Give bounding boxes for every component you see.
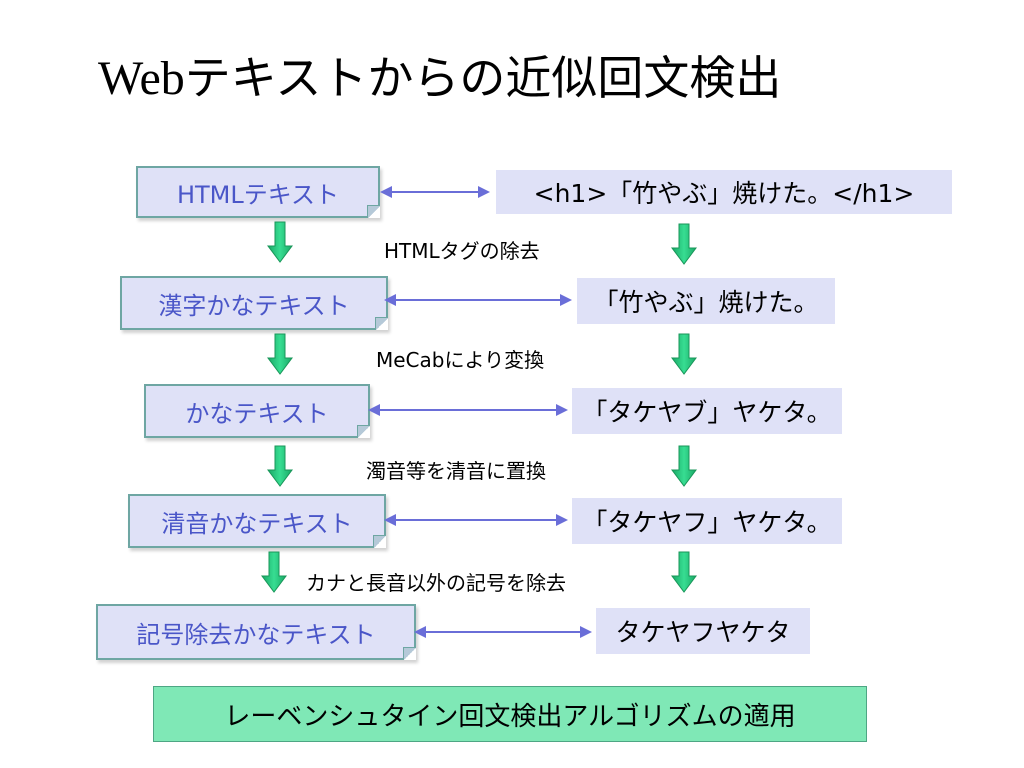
left-box-kanji-kana-text: 漢字かなテキスト (120, 276, 388, 330)
right-box-kana: 「タケヤブ」ヤケタ。 (572, 388, 842, 434)
down-arrow-left-4 (261, 551, 287, 593)
left-box-kana-text: かなテキスト (144, 384, 370, 438)
right-box-symbol-removed: タケヤフヤケタ (596, 608, 810, 654)
down-arrow-right-1 (671, 223, 697, 265)
left-box-html-text: HTMLテキスト (136, 166, 380, 218)
link-arrow-3 (368, 404, 568, 416)
step-label-remove-symbols: カナと長音以外の記号を除去 (306, 571, 566, 595)
down-arrow-right-2 (671, 333, 697, 375)
down-arrow-right-4 (671, 551, 697, 593)
link-arrow-1 (380, 186, 490, 198)
right-box-html-source: <h1>「竹やぶ」焼けた。</h1> (496, 170, 952, 214)
link-arrow-5 (414, 626, 592, 638)
step-label-remove-html-tags: HTMLタグの除去 (384, 239, 540, 263)
final-algorithm-box: レーベンシュタイン回文検出アルゴリズムの適用 (153, 686, 867, 742)
link-arrow-4 (384, 514, 568, 526)
down-arrow-left-2 (267, 333, 293, 375)
right-box-seion-kana: 「タケヤフ」ヤケタ。 (572, 498, 842, 544)
title-rest: テキストからの近似回文検出 (184, 51, 782, 105)
step-label-mecab-convert: MeCabにより変換 (376, 348, 545, 372)
down-arrow-left-1 (267, 221, 293, 263)
left-box-symbol-removed-kana-text: 記号除去かなテキスト (96, 604, 416, 660)
down-arrow-right-3 (671, 445, 697, 487)
step-label-dakuon-replace: 濁音等を清音に置換 (366, 459, 546, 483)
down-arrow-left-3 (267, 445, 293, 487)
right-box-kanji-kana: 「竹やぶ」焼けた。 (577, 278, 835, 324)
title-latin: Web (98, 52, 185, 105)
slide-title: Webテキストからの近似回文検出 (98, 42, 781, 108)
link-arrow-2 (384, 294, 572, 306)
left-box-seion-kana-text: 清音かなテキスト (128, 494, 386, 548)
